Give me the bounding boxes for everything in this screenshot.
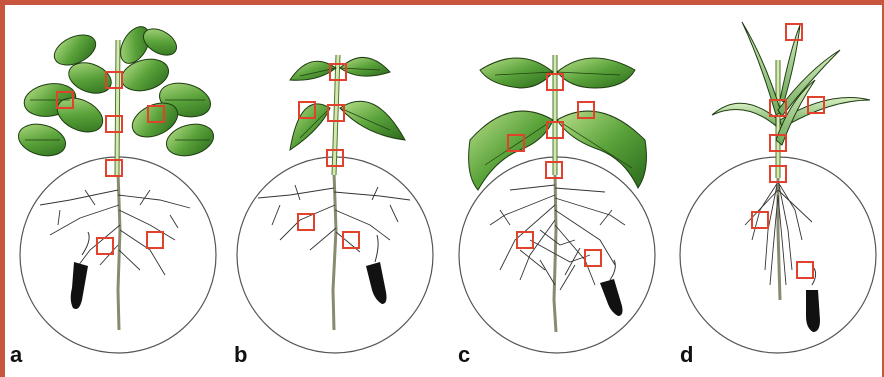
panel-label-b: b bbox=[234, 342, 247, 367]
panel-d: d bbox=[680, 22, 876, 367]
leaf-cluster bbox=[469, 58, 647, 190]
sensor-probe-icon bbox=[600, 279, 623, 316]
panel-c: c bbox=[458, 55, 655, 367]
measurement-boxes bbox=[57, 72, 164, 254]
leaf-cluster bbox=[290, 57, 405, 150]
panel-label-c: c bbox=[458, 342, 470, 367]
panel-a: a bbox=[10, 22, 217, 367]
panel-b: b bbox=[234, 55, 433, 367]
panel-label-d: d bbox=[680, 342, 693, 367]
measurement-boxes bbox=[298, 64, 359, 248]
sensor-probe-icon bbox=[806, 290, 820, 332]
panel-label-a: a bbox=[10, 342, 23, 367]
sensor-probe-icon bbox=[71, 262, 88, 309]
sensor-probe-icon bbox=[366, 262, 387, 304]
